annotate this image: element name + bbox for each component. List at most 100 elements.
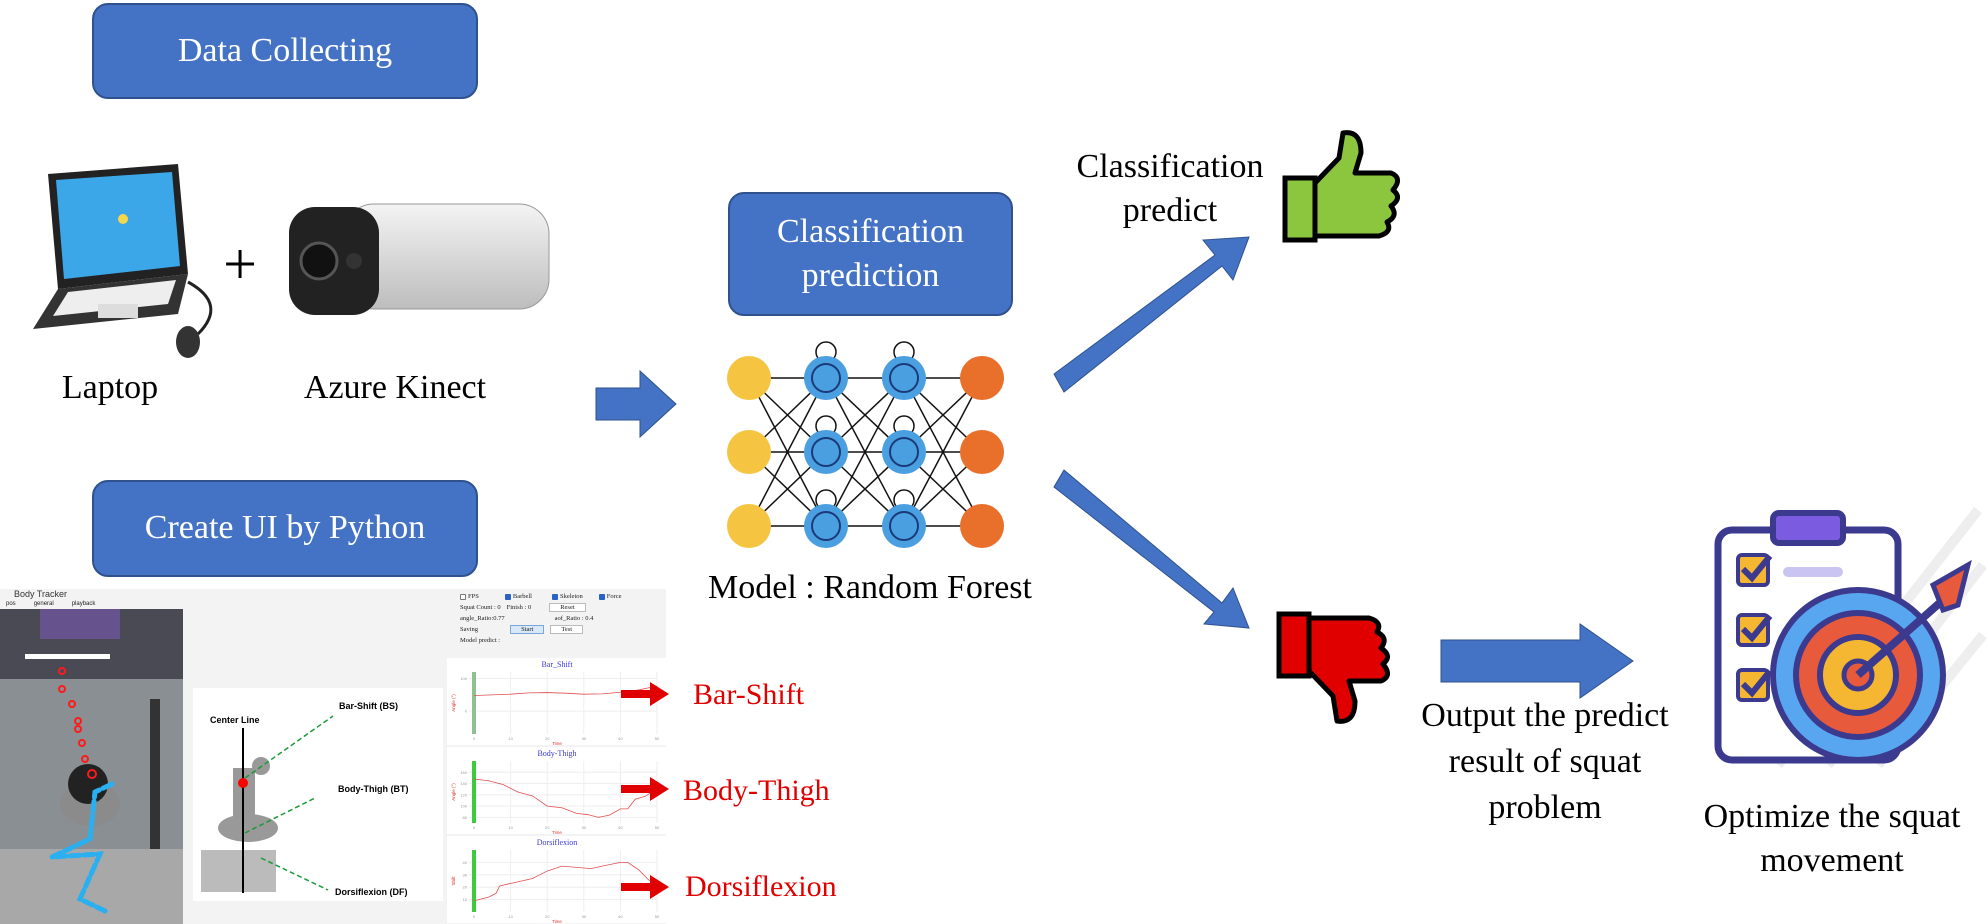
time-marker [472, 850, 476, 912]
laptop-label: Laptop [61, 369, 159, 406]
x-tick: 20 [545, 825, 550, 830]
nn-node [960, 356, 1004, 400]
nn-node [960, 504, 1004, 548]
nn-node [804, 430, 848, 474]
x-tick: 10 [508, 825, 513, 830]
y-tick: 10 [463, 897, 468, 902]
x-tick: 0 [473, 736, 476, 741]
squat-figure [201, 715, 334, 893]
control-panel: FPS Barbell Skeleton Force Squat Count :… [460, 591, 665, 646]
classification-predict-label: Classification predict [1076, 148, 1264, 230]
angle-ratio: angle_Ratio:0.77 [460, 615, 505, 622]
x-tick: 40 [618, 825, 623, 830]
y-tick: 20 [463, 885, 468, 890]
dorsiflexion-label: Dorsiflexion [685, 870, 837, 903]
menu-pos[interactable]: pos [6, 601, 16, 607]
squat-measure-diagram: Center Line Bar-Shift (BS) Body-Thigh (B… [193, 688, 443, 901]
x-tick: 40 [618, 736, 623, 741]
body-tracker-window: Body Tracker pos general playback Center… [0, 589, 666, 924]
start-button[interactable]: Start [510, 625, 545, 634]
x-label: Time [552, 741, 562, 746]
body-thigh-label: Body-Thigh [683, 774, 830, 807]
y-label: Angle (°) [451, 783, 456, 801]
time-marker [472, 672, 476, 734]
arrow-to-optimize [1440, 623, 1634, 699]
menu-bar: pos general playback [0, 601, 666, 609]
x-tick: 30 [582, 825, 587, 830]
nn-node [882, 356, 926, 400]
chart-title: Body-Thigh [537, 749, 576, 758]
x-tick: 0 [473, 914, 476, 919]
x-label: Time [552, 830, 562, 835]
arrow-to-good [1053, 236, 1250, 393]
y-tick: 100 [460, 804, 467, 809]
barbell-checkbox[interactable]: Barbell [504, 593, 532, 600]
x-tick: 30 [582, 736, 587, 741]
data-collecting-box: Data Collecting [92, 3, 478, 99]
create-ui-box: Create UI by Python [92, 480, 478, 577]
nn-node [727, 504, 771, 548]
output-label: Output the predict result of squat probl… [1421, 697, 1669, 826]
plus-sign: + [223, 231, 257, 297]
body-thigh-arrow [621, 777, 669, 801]
model-predict-label: Model predict : [460, 637, 501, 644]
reset-button[interactable]: Reset [549, 603, 586, 612]
chart-title: Dorsiflexion [537, 838, 577, 847]
nn-node [727, 356, 771, 400]
x-tick: 50 [655, 825, 660, 830]
arrow-to-bad [1053, 469, 1250, 629]
menu-general[interactable]: general [33, 601, 54, 607]
x-tick: 10 [508, 914, 513, 919]
skeleton-checkbox[interactable]: Skeleton [552, 593, 583, 600]
x-label: Time [552, 919, 562, 924]
y-tick: 160 [460, 770, 467, 775]
menu-playback[interactable]: playback [71, 601, 96, 607]
x-tick: 50 [655, 736, 660, 741]
center-line-label: Center Line [210, 715, 260, 725]
azure-kinect-label: Azure Kinect [303, 369, 487, 406]
arrow-to-model [595, 369, 677, 439]
y-tick: 40 [463, 860, 468, 865]
x-tick: 50 [655, 914, 660, 919]
chart-line [473, 861, 650, 902]
nn-node [727, 430, 771, 474]
classification-prediction-label: Classification prediction [777, 212, 964, 294]
y-label: Shift [451, 876, 456, 886]
neural-network-icon [727, 341, 1004, 548]
force-checkbox[interactable]: Force [598, 593, 622, 600]
bt-label: Body-Thigh (BT) [338, 784, 409, 794]
nn-node [882, 504, 926, 548]
chart-title: Bar_Shift [541, 660, 573, 669]
create-ui-label: Create UI by Python [144, 509, 426, 547]
nn-node [804, 356, 848, 400]
finish-count: Finish : 0 [506, 604, 532, 611]
chart-bg [447, 658, 666, 745]
x-tick: 40 [618, 914, 623, 919]
classification-prediction-box: Classification prediction [728, 192, 1013, 316]
fps-checkbox[interactable]: FPS [460, 593, 479, 600]
y-tick: 120 [460, 792, 467, 797]
saving-label: Saving [460, 626, 479, 633]
nn-node [960, 430, 1004, 474]
chart-line [473, 778, 658, 818]
y-tick: 30 [463, 872, 468, 877]
chart-bg [447, 836, 666, 923]
time-marker [472, 761, 476, 823]
test-button[interactable]: Test [550, 625, 584, 634]
bar-shift-label: Bar-Shift [693, 678, 805, 711]
azure-kinect-icon [289, 203, 550, 315]
y-tick: 0 [465, 709, 468, 714]
dorsiflexion-arrow [621, 875, 669, 899]
nn-node [804, 504, 848, 548]
laptop-icon [33, 164, 213, 358]
bar-shift-arrow [621, 682, 669, 706]
x-tick: 20 [545, 914, 550, 919]
thumbs-up-icon [1282, 130, 1400, 243]
model-label: Model : Random Forest [708, 569, 1032, 606]
window-title: Body Tracker [14, 589, 68, 599]
y-label: Angle (°) [451, 694, 456, 712]
bs-label: Bar-Shift (BS) [339, 701, 398, 711]
optimize-label: Optimize the squat movement [1703, 798, 1961, 880]
aof-ratio: aof_Ratio : 0.4 [554, 615, 594, 622]
